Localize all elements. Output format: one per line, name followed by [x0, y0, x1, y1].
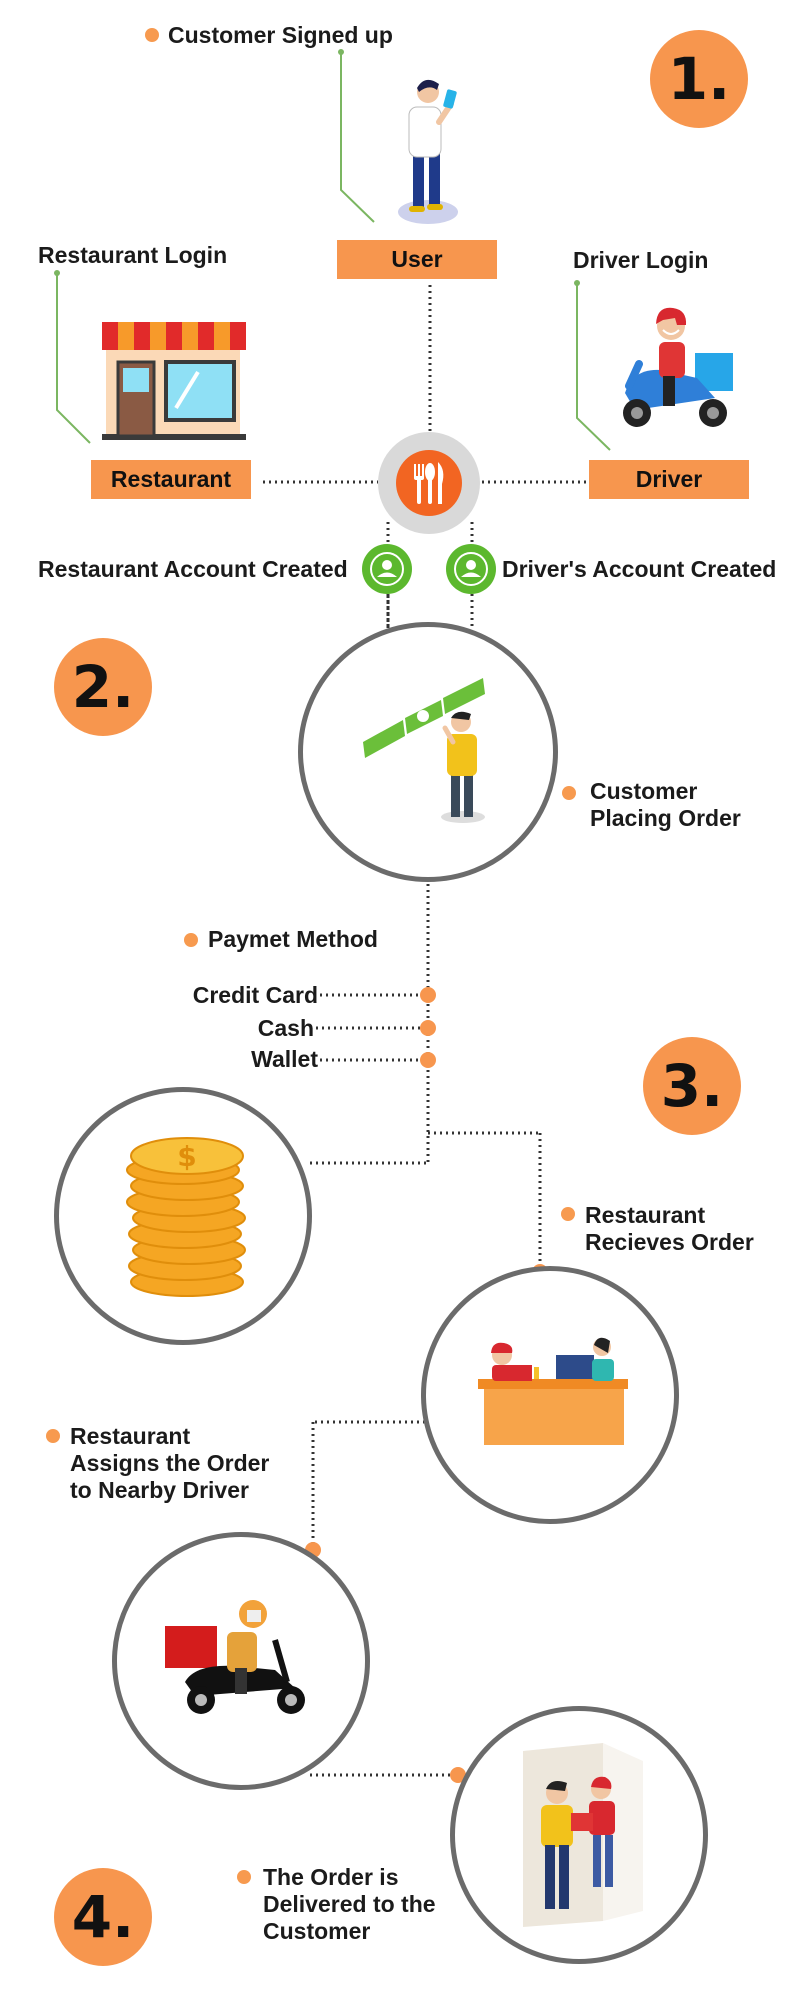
restaurant-account-created-label: Restaurant Account Created: [38, 556, 348, 582]
payment-option-wallet: Wallet: [251, 1046, 318, 1072]
customer-ordering-icon: [363, 678, 485, 823]
payment-option-cash: Cash: [257, 1015, 314, 1041]
payment-coins-circle: $: [54, 1087, 312, 1345]
delivery-driver-scooter-icon: [623, 307, 733, 427]
order-delivered-line2: Delivered to the: [263, 1891, 436, 1917]
restaurant-storefront-icon: [102, 322, 246, 440]
restaurant-receives-order-line2: Recieves Order: [585, 1229, 754, 1255]
order-delivered-line1: The Order is: [263, 1864, 399, 1890]
restaurant-tag: Restaurant: [91, 460, 251, 499]
order-delivered-circle: [450, 1706, 708, 1964]
driver-login-label: Driver Login: [573, 247, 709, 273]
restaurant-receives-order-circle: [421, 1266, 679, 1524]
payment-method-label: Paymet Method: [208, 926, 378, 952]
driver-assigned-circle: [112, 1532, 370, 1790]
svg-text:$: $: [177, 1140, 196, 1173]
customer-signed-up-label: Customer Signed up: [168, 22, 393, 48]
restaurant-receives-order-line1: Restaurant: [585, 1202, 706, 1228]
customer-placing-order-circle: [298, 622, 558, 882]
user-icon: [398, 79, 458, 224]
bullet-dot: [184, 933, 198, 947]
step-number-4: 4.: [54, 1868, 152, 1966]
user-tag: User: [337, 240, 497, 279]
fork-knife-spoon-icon: [414, 462, 444, 504]
step-number-3: 3.: [643, 1037, 741, 1135]
payment-option-credit-card: Credit Card: [192, 982, 318, 1008]
delivery-scooter-icon: [165, 1600, 305, 1714]
bullet-dot: [561, 1207, 575, 1221]
order-delivered-line3: Customer: [263, 1918, 371, 1944]
bullet-dot: [46, 1429, 60, 1443]
customer-placing-order-line1: Customer: [590, 778, 698, 804]
driver-account-created-label: Driver's Account Created: [502, 556, 777, 582]
customer-placing-order-line2: Placing Order: [590, 805, 741, 831]
step-number-2: 2.: [54, 638, 152, 736]
restaurant-assigns-line1: Restaurant: [70, 1423, 191, 1449]
restaurant-assigns-line2: Assigns the Order: [70, 1450, 270, 1476]
restaurant-counter-icon: [478, 1337, 628, 1445]
bullet-dot: [145, 28, 159, 42]
coins-stack-icon: $: [126, 1137, 246, 1297]
step-number-1: 1.: [650, 30, 748, 128]
account-user-icon: [446, 544, 496, 594]
bullet-dot: [562, 786, 576, 800]
hub-circle: [378, 432, 480, 534]
delivery-handoff-icon: [523, 1743, 643, 1927]
driver-tag: Driver: [589, 460, 749, 499]
bullet-dot: [237, 1870, 251, 1884]
account-user-icon: [362, 544, 412, 594]
restaurant-login-label: Restaurant Login: [38, 242, 228, 268]
restaurant-assigns-line3: to Nearby Driver: [70, 1477, 249, 1503]
